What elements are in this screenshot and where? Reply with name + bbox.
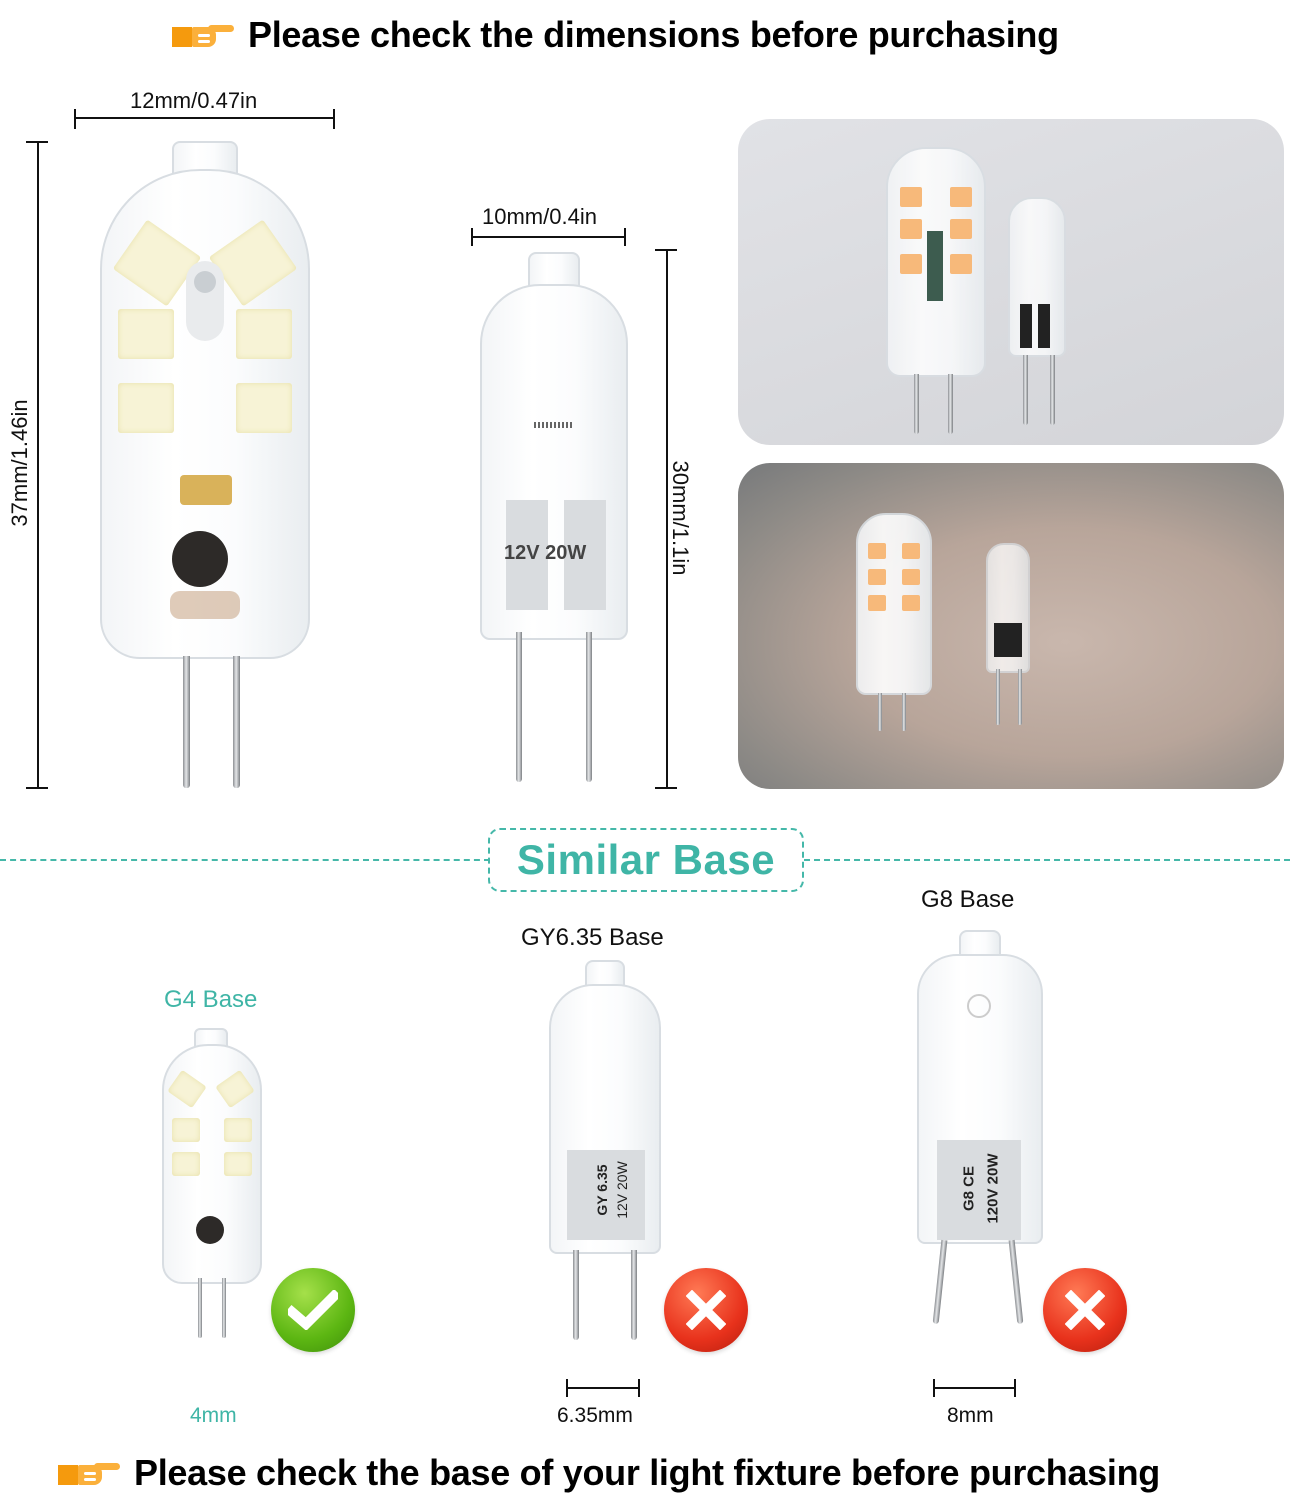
g4-gap-label: 4mm bbox=[190, 1404, 237, 1427]
halogen-marking: 12V 20W bbox=[504, 542, 587, 564]
tick bbox=[655, 787, 677, 789]
pointing-hand-icon bbox=[172, 20, 234, 50]
halogen-bulb-image: 12V 20W bbox=[476, 252, 631, 788]
pointing-hand-icon bbox=[58, 1458, 120, 1488]
g8-gap-line bbox=[934, 1387, 1016, 1389]
tick bbox=[74, 109, 76, 129]
x-icon bbox=[686, 1290, 726, 1330]
in-hand-photo bbox=[738, 463, 1284, 789]
halogen-width-line bbox=[472, 236, 626, 238]
tick bbox=[333, 109, 335, 129]
section-divider-right bbox=[804, 859, 1290, 861]
check-icon bbox=[288, 1290, 338, 1330]
led-height-label: 37mm/1.46in bbox=[7, 399, 32, 527]
gy635-base-title: GY6.35 Base bbox=[521, 924, 664, 951]
bottom-banner-text: Please check the base of your light fixt… bbox=[134, 1452, 1160, 1493]
size-comparison-photo bbox=[738, 119, 1284, 445]
incompatible-badge-gy635 bbox=[664, 1268, 748, 1352]
led-bulb-image bbox=[100, 141, 310, 791]
g8-marking-2: 120V 20W bbox=[984, 1153, 1002, 1224]
bottom-banner: Please check the base of your light fixt… bbox=[58, 1452, 1160, 1494]
section-title: Similar Base bbox=[488, 828, 804, 892]
incompatible-badge-g8 bbox=[1043, 1268, 1127, 1352]
gy635-marking-2: 12V 20W bbox=[614, 1161, 630, 1219]
led-width-line bbox=[75, 117, 335, 119]
gy635-bulb-image: GY 6.35 12V 20W bbox=[545, 960, 665, 1360]
tick bbox=[655, 249, 677, 251]
g4-base-title: G4 Base bbox=[164, 986, 258, 1013]
halogen-height-label: 30mm/1.1in bbox=[668, 460, 693, 576]
gy635-gap-label: 6.35mm bbox=[557, 1404, 633, 1427]
tick bbox=[471, 228, 473, 246]
g8-base-title: G8 Base bbox=[921, 886, 1015, 913]
led-width-label: 12mm/0.47in bbox=[130, 88, 258, 113]
gy635-marking-1: GY 6.35 bbox=[594, 1164, 610, 1216]
gy635-gap-line bbox=[567, 1387, 640, 1389]
g8-gap-label: 8mm bbox=[947, 1404, 994, 1427]
compatible-badge bbox=[271, 1268, 355, 1352]
tick bbox=[638, 1379, 640, 1397]
g8-marking-1: G8 CE bbox=[960, 1166, 978, 1212]
top-banner-text: Please check the dimensions before purch… bbox=[248, 14, 1059, 55]
tick bbox=[1014, 1379, 1016, 1397]
top-banner: Please check the dimensions before purch… bbox=[172, 14, 1059, 56]
x-icon bbox=[1065, 1290, 1105, 1330]
halogen-height-line bbox=[666, 249, 668, 789]
halogen-width-label: 10mm/0.4in bbox=[482, 204, 597, 229]
g8-bulb-image: G8 CE 120V 20W bbox=[915, 930, 1045, 1350]
g4-bulb-image bbox=[158, 1028, 268, 1358]
tick bbox=[566, 1379, 568, 1397]
tick bbox=[26, 787, 48, 789]
tick bbox=[933, 1379, 935, 1397]
tick bbox=[624, 228, 626, 246]
led-height-line bbox=[37, 141, 39, 789]
tick bbox=[26, 141, 48, 143]
section-divider-left bbox=[0, 859, 490, 861]
